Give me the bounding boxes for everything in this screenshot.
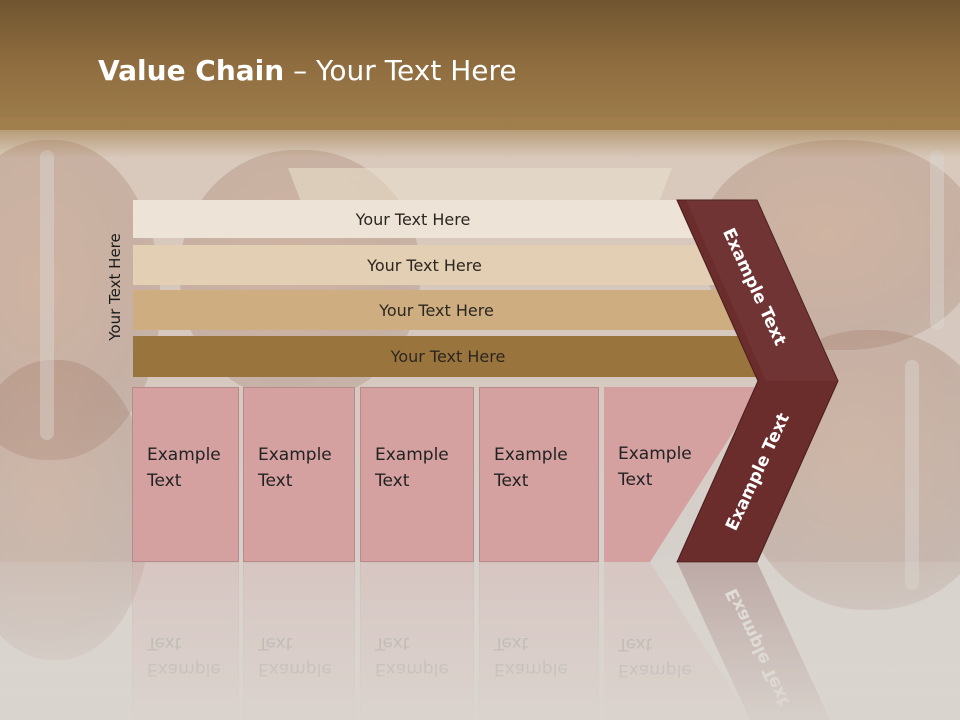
activity-box: Example Text <box>132 387 239 562</box>
barrel-hoop <box>40 150 54 440</box>
header-band <box>0 0 960 130</box>
barrel-hoop <box>930 150 944 330</box>
value-row: Your Text Here <box>133 245 716 285</box>
value-row-label: Your Text Here <box>390 347 506 366</box>
value-row-label: Your Text Here <box>379 300 494 320</box>
reflection-fade <box>0 562 960 720</box>
slide-title: Value Chain – Your Text Here <box>98 54 517 87</box>
activity-box: Example Text <box>479 387 599 562</box>
value-row: Your Text Here <box>133 290 740 330</box>
activity-box: Example Text <box>243 387 355 562</box>
value-row-label: Your Text Here <box>355 209 471 229</box>
reflection: Example Text Example Text Example Text E… <box>0 562 960 720</box>
value-row-label: Your Text Here <box>367 255 482 275</box>
value-row: Your Text Here <box>133 336 763 377</box>
header-fade <box>0 118 960 158</box>
barrel-hoop <box>905 360 919 590</box>
chevron-highlight <box>686 200 838 381</box>
activity-box: Example Text <box>360 387 474 562</box>
value-row: Your Text Here <box>133 200 693 238</box>
